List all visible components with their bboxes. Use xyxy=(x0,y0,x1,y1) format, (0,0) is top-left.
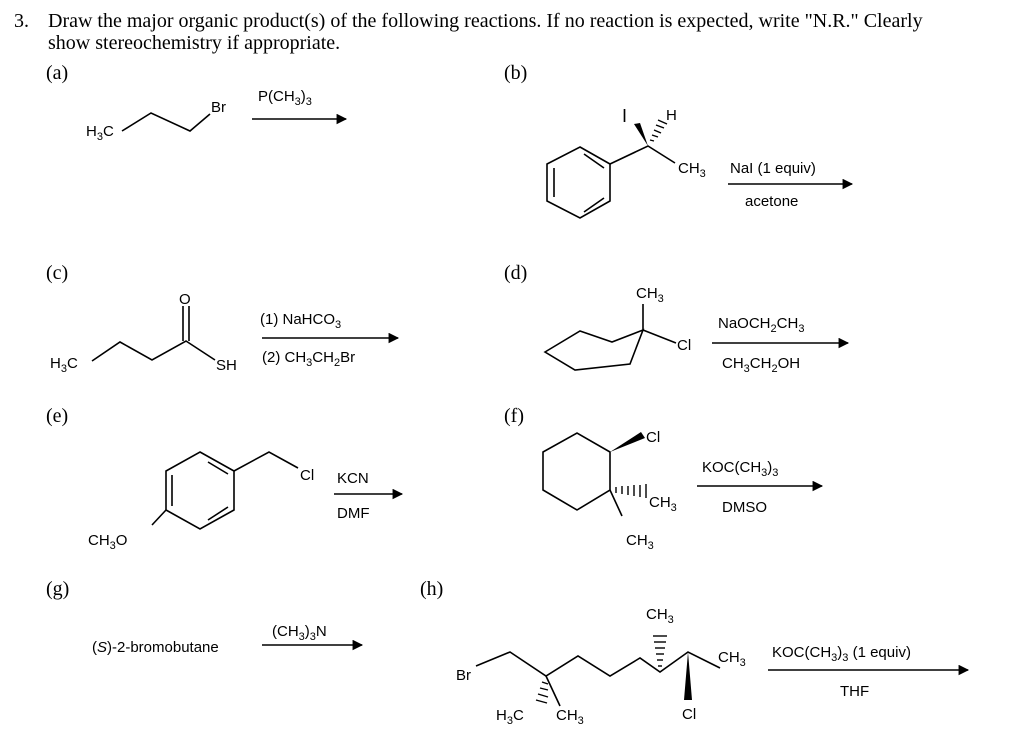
label-br-h: Br xyxy=(456,667,471,684)
reagent-e-below: DMF xyxy=(337,505,370,522)
part-a-label: (a) xyxy=(46,62,69,84)
label-ch3-h1: CH3 xyxy=(556,707,584,727)
structure-h-chain xyxy=(475,651,721,707)
reagent-h-above: KOC(CH3)3 (1 equiv) xyxy=(772,644,911,664)
part-h-label: (h) xyxy=(420,578,444,600)
label-br: Br xyxy=(211,99,226,116)
reagent-g-above: (CH3)3N xyxy=(272,623,327,643)
label-h: H xyxy=(666,107,677,124)
reagent-d-below: CH3CH2OH xyxy=(722,355,800,375)
reagent-b-above: NaI (1 equiv) xyxy=(730,160,816,177)
label-h3c-c: H3C xyxy=(50,355,78,375)
label-ch3-d: CH3 xyxy=(636,285,664,305)
reagent-d-above: NaOCH2CH3 xyxy=(718,315,804,335)
hash-bond-b xyxy=(649,119,668,142)
label-ch3-h3: CH3 xyxy=(718,649,746,669)
reagent-h-below: THF xyxy=(840,683,869,700)
part-b-label: (b) xyxy=(504,62,528,84)
wedge-bond-b xyxy=(634,123,648,146)
reagent-f-above: KOC(CH3)3 xyxy=(702,459,778,479)
part-e-label: (e) xyxy=(46,405,69,427)
reagent-f-below: DMSO xyxy=(722,499,767,516)
label-ch3-f1: CH3 xyxy=(649,494,677,514)
label-ch3-h2: CH3 xyxy=(646,606,674,626)
hash-h1 xyxy=(535,681,549,704)
label-ch3-b: CH3 xyxy=(678,160,706,180)
label-h3c-h: H3C xyxy=(496,707,524,727)
substrate-g-name: (S)-2-bromobutane xyxy=(92,639,219,656)
label-i: I xyxy=(622,106,627,126)
reagent-e-above: KCN xyxy=(337,470,369,487)
part-g-label: (g) xyxy=(46,578,70,600)
question-text-line2: show stereochemistry if appropriate. xyxy=(48,32,341,54)
label-ch3-f2: CH3 xyxy=(626,532,654,552)
wedge-cl-f xyxy=(610,432,645,452)
structure-a-bromopropane xyxy=(121,112,211,132)
hash-ch3-f xyxy=(615,484,647,498)
question-number: 3. xyxy=(14,10,29,32)
question-text-line1: Draw the major organic product(s) of the… xyxy=(48,10,923,32)
structure-f-cyclohexane xyxy=(542,432,623,517)
reagent-a-above: P(CH3)3 xyxy=(258,88,312,108)
label-cl-f: Cl xyxy=(646,429,660,446)
reagent-b-below: acetone xyxy=(745,193,798,210)
label-ch3o: CH3O xyxy=(88,532,127,552)
structure-d-cyclohexane-chair xyxy=(543,304,677,371)
label-o: O xyxy=(179,291,191,308)
structure-c-thioacid xyxy=(91,306,216,362)
label-cl-e: Cl xyxy=(300,467,314,484)
label-cl-d: Cl xyxy=(677,337,691,354)
part-c-label: (c) xyxy=(46,262,69,284)
part-f-label: (f) xyxy=(504,405,524,427)
label-h3c: H3C xyxy=(86,123,114,143)
reagent-c-above: (1) NaHCO3 xyxy=(260,311,341,331)
part-d-label: (d) xyxy=(504,262,528,284)
hash-h2 xyxy=(653,635,667,667)
label-cl-h: Cl xyxy=(682,706,696,723)
structure-e-benzyl-chloride xyxy=(151,451,299,530)
label-sh: SH xyxy=(216,357,237,374)
structure-b-benzene-ring xyxy=(546,145,676,219)
wedge-cl-h xyxy=(684,652,692,700)
reagent-c-below: (2) CH3CH2Br xyxy=(262,349,355,369)
